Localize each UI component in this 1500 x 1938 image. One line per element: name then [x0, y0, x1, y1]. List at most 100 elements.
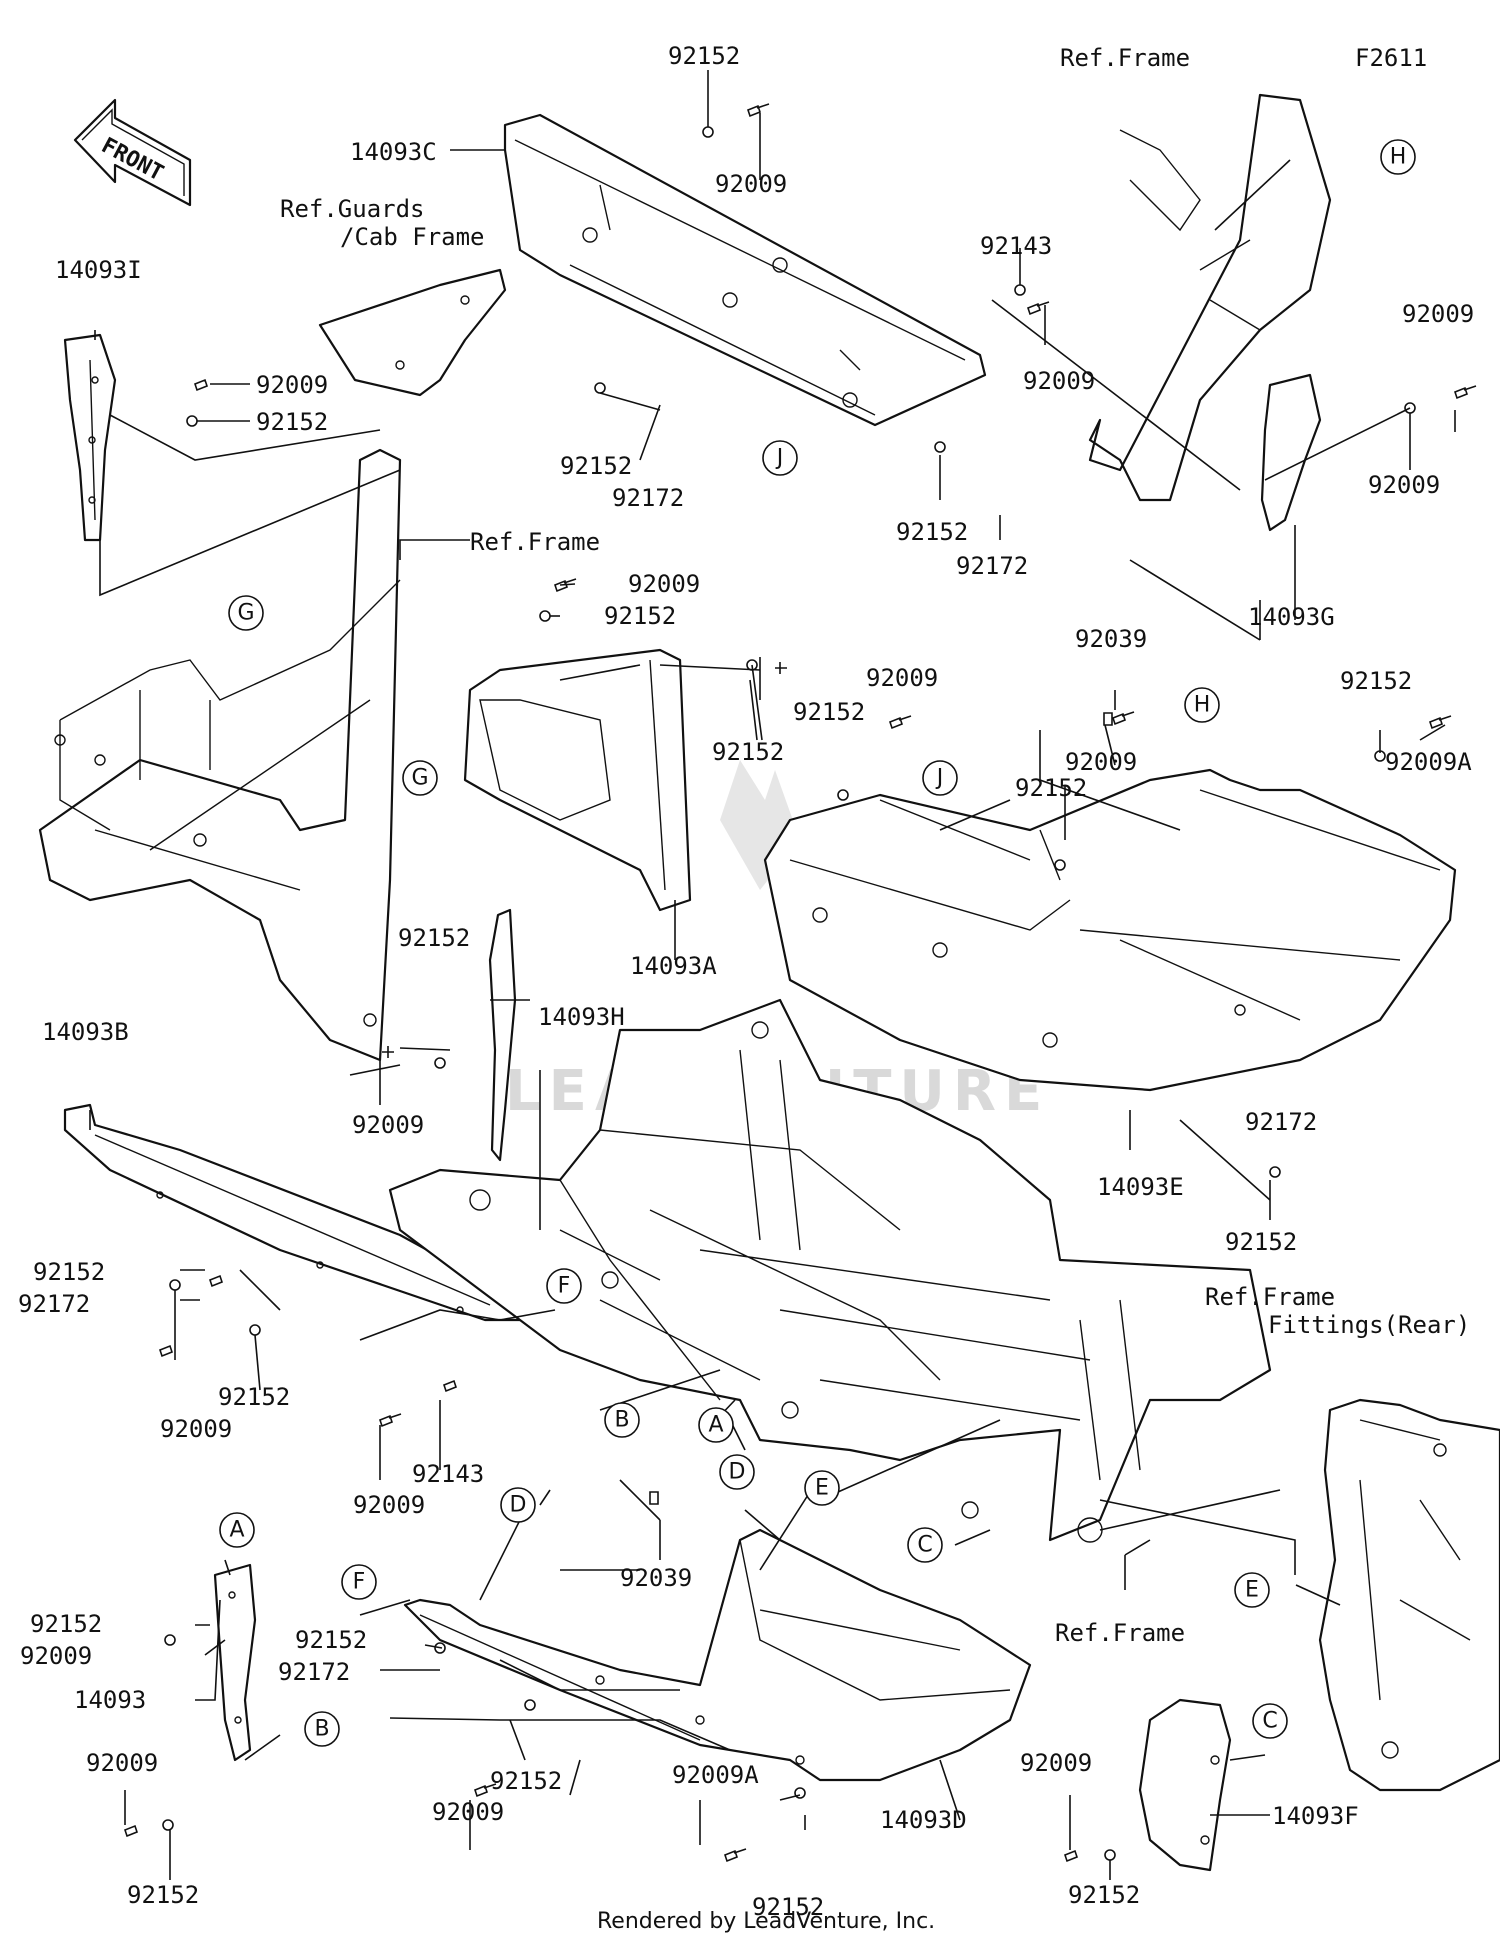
part-label: 92009	[160, 1415, 232, 1443]
callout-F2: F	[341, 1564, 377, 1600]
svg-text:A: A	[229, 1518, 244, 1543]
part-label: 14093B	[42, 1018, 129, 1046]
svg-text:C: C	[1262, 1709, 1277, 1734]
callout-D2: D	[500, 1487, 536, 1523]
part-14093H	[488, 908, 517, 1162]
part-label: 92009A	[1385, 748, 1472, 776]
ref-frame-rear-line2: Fittings(Rear)	[1268, 1311, 1470, 1339]
part-label: 14093E	[1097, 1173, 1184, 1201]
callout-G1: G	[228, 595, 264, 631]
callout-C2: C	[1252, 1703, 1288, 1739]
part-14093D	[403, 1528, 1032, 1782]
part-label: 92143	[980, 232, 1052, 260]
part-label: 92172	[1245, 1108, 1317, 1136]
part-label: 92009A	[672, 1761, 759, 1789]
part-label: 92152	[30, 1610, 102, 1638]
part-14093A	[463, 648, 692, 912]
part-label: 92143	[412, 1460, 484, 1488]
part-label: 92152	[712, 738, 784, 766]
svg-text:J: J	[775, 446, 784, 471]
ref-frame-mid: Ref.Frame	[470, 528, 600, 556]
part-label: 92172	[278, 1658, 350, 1686]
part-label: 14093	[74, 1686, 146, 1714]
svg-text:F: F	[558, 1274, 571, 1299]
callout-H1: H	[1380, 139, 1416, 175]
part-label: 92039	[1075, 625, 1147, 653]
callout-B2: B	[304, 1711, 340, 1747]
part-label: 92039	[620, 1564, 692, 1592]
part-label: 92172	[956, 552, 1028, 580]
svg-text:J: J	[935, 766, 944, 791]
front-arrow: FRONT	[73, 98, 192, 207]
part-label: 92152	[560, 452, 632, 480]
part-label: 92152	[127, 1881, 199, 1909]
ref-frame-rear-line1: Ref.Frame	[1205, 1283, 1335, 1311]
part-label: 92152	[218, 1383, 290, 1411]
part-label: 14093G	[1248, 603, 1335, 631]
part-label: 14093H	[538, 1003, 625, 1031]
part-label: 92009	[715, 170, 787, 198]
ref-guards-line1: Ref.Guards	[280, 195, 425, 223]
callout-J1: J	[762, 440, 798, 476]
svg-text:B: B	[614, 1408, 629, 1433]
part-label: 92009	[432, 1798, 504, 1826]
part-label: 92152	[398, 924, 470, 952]
reference-labels: Ref.Frame F2611 Ref.Guards /Cab Frame Re…	[280, 44, 1470, 1647]
part-label: 92009	[20, 1642, 92, 1670]
frame-center	[388, 998, 1272, 1543]
part-label: 92009	[86, 1749, 158, 1777]
part-label: 92152	[896, 518, 968, 546]
callout-E2: E	[1234, 1572, 1270, 1608]
callout-A2: A	[219, 1512, 255, 1548]
part-label: 92172	[612, 484, 684, 512]
callout-circles: H J G G J H F B A D E C F D E A B C	[219, 139, 1416, 1747]
part-label: 92152	[1015, 774, 1087, 802]
part-label: 92152	[33, 1258, 105, 1286]
svg-text:H: H	[1390, 145, 1407, 170]
svg-text:A: A	[708, 1413, 723, 1438]
part-label: 14093A	[630, 952, 717, 980]
part-label: 92009	[866, 664, 938, 692]
frame-front-left	[38, 448, 402, 1062]
part-label: 14093F	[1272, 1802, 1359, 1830]
svg-text:D: D	[729, 1460, 746, 1485]
frame-rear-fittings	[1318, 1398, 1500, 1792]
ref-frame-bottom: Ref.Frame	[1055, 1619, 1185, 1647]
callout-J2: J	[922, 760, 958, 796]
part-label: 92152	[668, 42, 740, 70]
ref-guards-line2: /Cab Frame	[340, 223, 485, 251]
callout-C1: C	[907, 1527, 943, 1563]
part-label: 92009	[256, 371, 328, 399]
part-14093F	[1138, 1698, 1232, 1872]
part-label: 92152	[604, 602, 676, 630]
svg-text:B: B	[314, 1717, 329, 1742]
callout-E1: E	[804, 1470, 840, 1506]
part-label: 92009	[1368, 471, 1440, 499]
svg-text:G: G	[411, 766, 428, 791]
part-label: 14093I	[55, 256, 142, 284]
svg-text:E: E	[1245, 1578, 1259, 1603]
part-label: 92172	[18, 1290, 90, 1318]
svg-text:C: C	[917, 1533, 932, 1558]
leader-lines	[89, 70, 1456, 1880]
part-label: 92152	[256, 408, 328, 436]
part-label: 92152	[1340, 667, 1412, 695]
part-14093G	[1260, 373, 1322, 532]
ref-guards-panel	[318, 268, 507, 397]
svg-text:F: F	[353, 1570, 366, 1595]
svg-text:E: E	[815, 1476, 829, 1501]
frame-right-top	[1088, 93, 1332, 502]
ref-frame-top: Ref.Frame	[1060, 44, 1190, 72]
part-label: 92009	[1402, 300, 1474, 328]
part-label: 92009	[628, 570, 700, 598]
part-label: 92152	[752, 1893, 824, 1921]
part-label: 92152	[295, 1626, 367, 1654]
diagram-code: F2611	[1355, 44, 1427, 72]
part-label: 92152	[793, 698, 865, 726]
callout-D1: D	[719, 1454, 755, 1490]
part-14093E	[763, 768, 1457, 1092]
footer-credit: Rendered by LeadVenture, Inc.	[597, 1909, 935, 1934]
part-label: 92009	[1023, 367, 1095, 395]
